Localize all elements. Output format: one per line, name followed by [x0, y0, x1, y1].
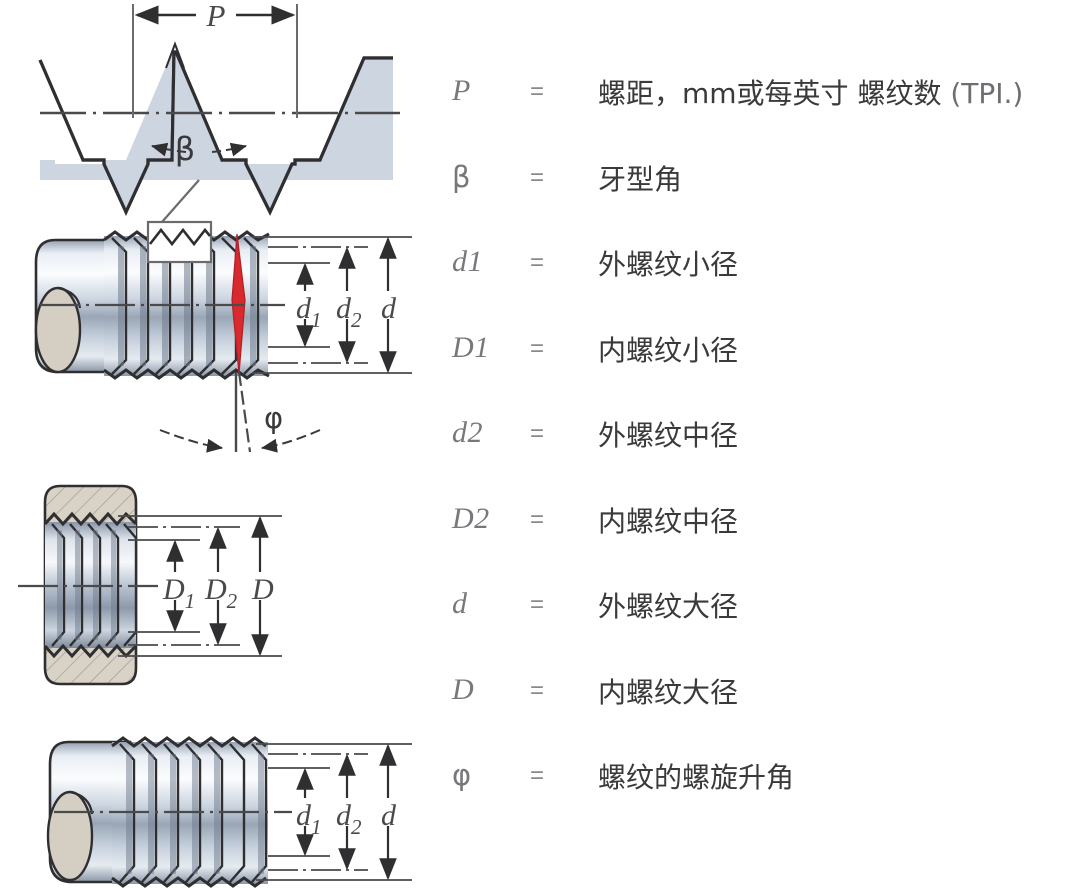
legend-row: β = 牙型角 — [440, 146, 1080, 232]
legend-description: 内螺纹中径 — [598, 500, 738, 540]
legend-symbol: β — [452, 159, 472, 194]
label-helix-angle: φ — [264, 401, 283, 435]
legend-symbol: D — [452, 672, 475, 706]
legend-symbol: d — [452, 587, 468, 620]
legend-desc-secondary: (TPI.) — [950, 77, 1024, 110]
callout-mini-profile — [148, 227, 211, 247]
crest-notch — [165, 41, 185, 69]
label-bolt-lower-d1: d1 — [296, 799, 322, 839]
phi-arc-left — [159, 429, 223, 453]
legend-description: 螺纹的螺旋升角 — [598, 756, 794, 796]
legend-symbol: φ — [452, 758, 472, 792]
beta-arc-right — [211, 142, 247, 157]
legend-row: d = 外螺纹大径 — [440, 573, 1080, 659]
legend-symbol: P — [452, 74, 471, 107]
legend-desc-main: 螺纹的螺旋升角 — [598, 761, 795, 794]
legend-description: 外螺纹中径 — [598, 414, 738, 454]
label-bolt-lower-d: d — [381, 799, 397, 832]
legend-equals: = — [530, 676, 545, 704]
legend-equals: = — [530, 163, 545, 191]
legend-equals: = — [530, 249, 545, 276]
legend-symbol: D1 — [452, 330, 490, 364]
legend-description: 外螺纹大径 — [598, 585, 738, 625]
label-nut-D: D — [251, 573, 274, 606]
legend-description: 牙型角 — [598, 158, 682, 198]
legend-row: φ = 螺纹的螺旋升角 — [440, 744, 1080, 830]
beta-arc-left — [151, 142, 187, 157]
label-bolt-upper-d: d — [381, 292, 397, 325]
legend-desc-main: 螺距，mm或每英寸 螺纹数 — [598, 77, 951, 110]
nut-thread-crest-top — [43, 511, 138, 527]
legend-desc-main: 牙型角 — [598, 162, 683, 196]
label-pitch: P — [206, 0, 226, 33]
legend-row: D = 内螺纹大径 — [440, 659, 1080, 745]
label-nut-D2: D2 — [204, 573, 238, 613]
legend-equals: = — [530, 78, 545, 105]
legend-symbol: d1 — [452, 245, 483, 278]
terminology-legend: P = 螺距，mm或每英寸 螺纹数 (TPI.) β = 牙型角 d1 = 外螺… — [440, 60, 1080, 830]
legend-symbol: D2 — [452, 501, 490, 535]
legend-description: 外螺纹小径 — [598, 243, 738, 283]
nut-thread-crest-bottom — [43, 643, 138, 659]
legend-row: d1 = 外螺纹小径 — [440, 231, 1080, 317]
legend-equals: = — [530, 591, 545, 618]
legend-desc-main: 外螺纹小径 — [598, 248, 739, 281]
legend-description: 内螺纹小径 — [598, 329, 738, 369]
legend-equals: = — [530, 334, 545, 362]
thread-profile-diagram: P β — [38, 0, 400, 223]
legend-row: P = 螺距，mm或每英寸 螺纹数 (TPI.) — [440, 60, 1080, 146]
legend-desc-main: 内螺纹中径 — [598, 504, 739, 538]
legend-row: D1 = 内螺纹小径 — [440, 317, 1080, 403]
legend-description: 内螺纹大径 — [598, 671, 738, 711]
label-bolt-lower-d2: d2 — [336, 799, 362, 839]
nut-diagram: D1 D2 D — [18, 484, 282, 686]
legend-equals: = — [530, 762, 545, 789]
legend-equals: = — [530, 420, 545, 447]
label-nut-D1: D1 — [162, 573, 195, 613]
label-thread-angle: β — [175, 130, 195, 168]
thread-profile-outline-2 — [38, 50, 393, 216]
thread-detail-callout-box — [146, 220, 213, 264]
profile-leader-line — [161, 179, 200, 223]
label-bolt-upper-d2: d2 — [336, 292, 362, 332]
legend-desc-main: 内螺纹大径 — [598, 675, 739, 709]
label-bolt-upper-d1: d1 — [296, 292, 322, 332]
bolt-lower-diagram: d1 d2 d — [46, 736, 412, 888]
legend-symbol: d2 — [452, 416, 483, 449]
bolt-lower-cut-face — [46, 790, 94, 882]
legend-equals: = — [530, 505, 545, 533]
legend-desc-main: 内螺纹小径 — [598, 333, 739, 367]
legend-desc-main: 外螺纹大径 — [598, 590, 739, 623]
legend-desc-main: 外螺纹中径 — [598, 419, 739, 452]
phi-helix-line — [237, 371, 252, 453]
bolt-upper-diagram: d1 d2 d φ — [34, 220, 412, 453]
legend-row: D2 = 内螺纹中径 — [440, 488, 1080, 574]
phi-arc-right — [261, 429, 321, 453]
legend-row: d2 = 外螺纹中径 — [440, 402, 1080, 488]
bolt-upper-cut-face — [34, 286, 82, 374]
legend-description: 螺距，mm或每英寸 螺纹数 (TPI.) — [598, 72, 1023, 112]
